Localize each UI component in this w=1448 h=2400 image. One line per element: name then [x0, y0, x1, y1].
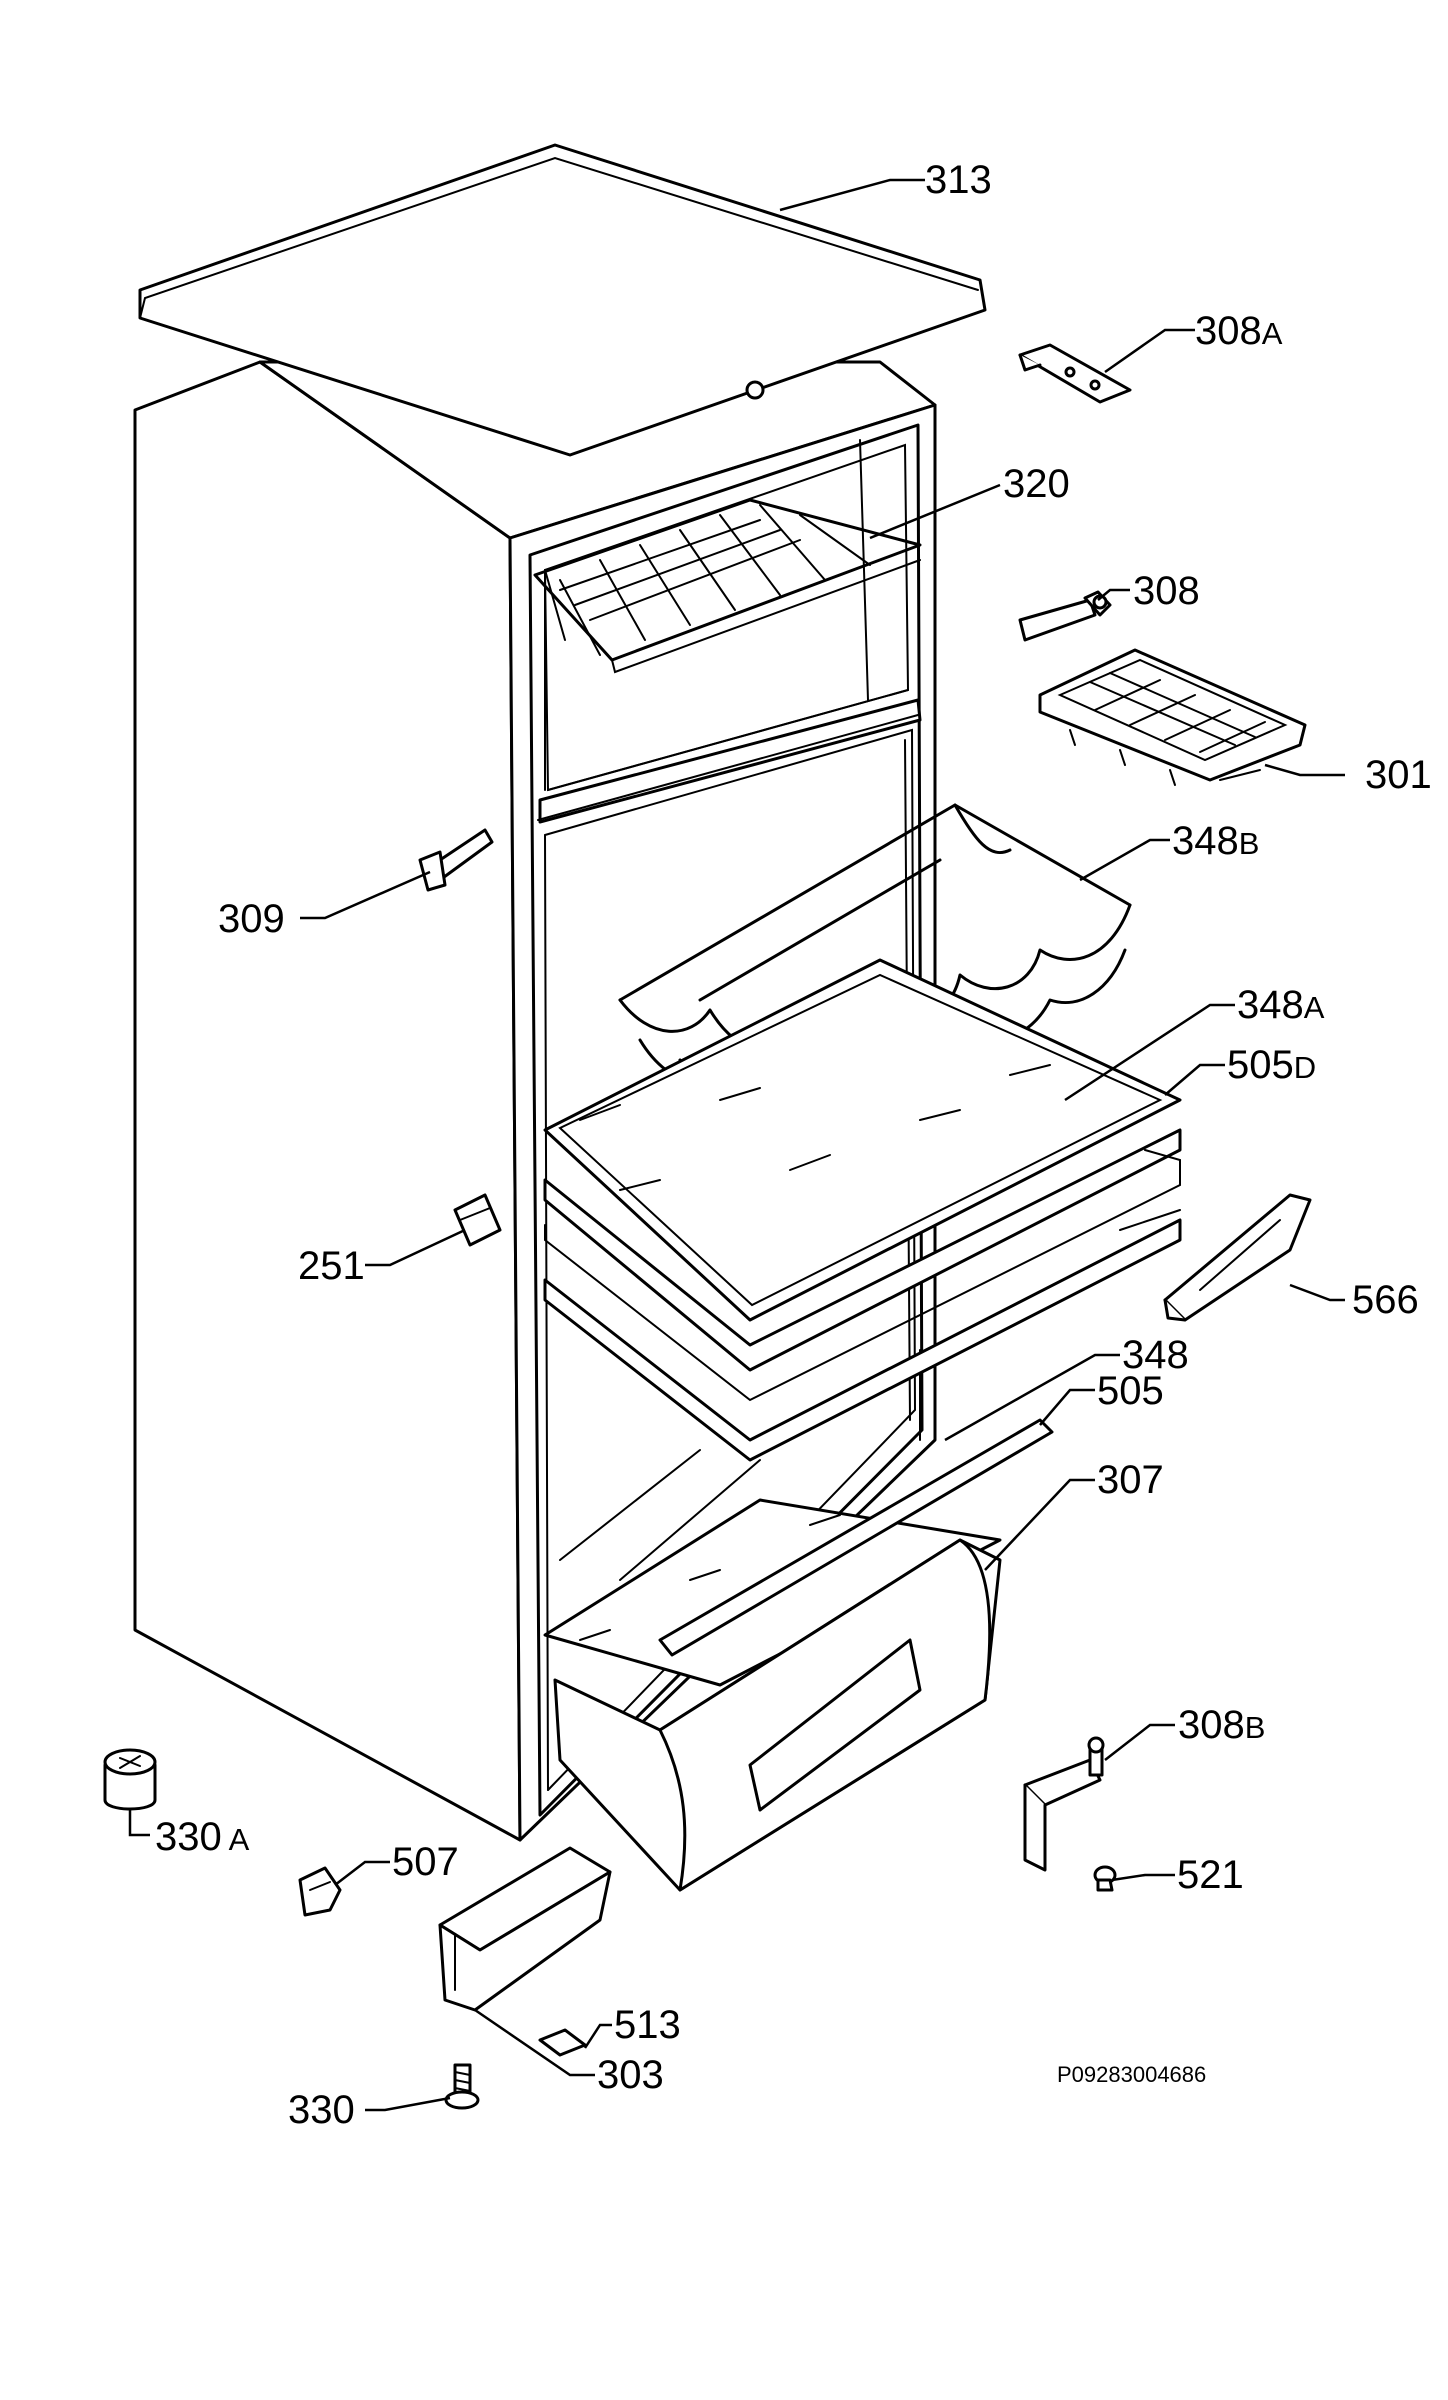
- callout-505d: 505D: [1227, 1043, 1316, 1087]
- leader-566: [1289, 1283, 1345, 1302]
- callout-251: 251: [298, 1244, 365, 1288]
- hinge-308a: [1018, 343, 1132, 404]
- callout-307: 307: [1097, 1458, 1164, 1502]
- leader-507: [334, 1860, 390, 1886]
- cabinet-body: [133, 360, 937, 1842]
- callout-521: 521: [1177, 1853, 1244, 1897]
- callout-309: 309: [218, 897, 285, 941]
- leader-301: [1264, 763, 1345, 777]
- leader-309: [300, 870, 431, 920]
- callout-308a: 308A: [1195, 309, 1283, 353]
- freezer-wire-shelf: [533, 498, 922, 674]
- insert-513: [538, 2028, 587, 2057]
- leader-308a: [1104, 328, 1195, 374]
- callout-505: 505: [1097, 1369, 1164, 1413]
- leader-505: [1039, 1388, 1095, 1426]
- callout-303: 303: [597, 2053, 664, 2097]
- leader-348b: [1079, 838, 1170, 882]
- leader-513: [583, 2023, 612, 2049]
- leader-307: [984, 1478, 1095, 1571]
- leveling-screw-330: [444, 2063, 480, 2110]
- leader-330: [365, 2096, 451, 2112]
- leader-521: [1111, 1873, 1175, 1882]
- callout-308: 308: [1133, 569, 1200, 613]
- leader-303: [474, 2008, 595, 2077]
- top-cover: [138, 143, 987, 457]
- callout-507: 507: [392, 1840, 459, 1884]
- callout-320: 320: [1003, 462, 1070, 506]
- door-handle-566: [1163, 1193, 1312, 1322]
- leader-lines: [128, 178, 1345, 2112]
- callout-330a: 330 A: [155, 1815, 250, 1859]
- door-stop-309: [418, 828, 494, 892]
- ice-cube-tray: [1038, 648, 1307, 786]
- hinge-308b: [1023, 1736, 1105, 1872]
- leader-348a: [1064, 1003, 1235, 1102]
- leader-320: [869, 483, 1001, 540]
- callout-513: 513: [614, 2003, 681, 2047]
- leader-308b: [1104, 1723, 1175, 1761]
- callout-308b: 308B: [1178, 1703, 1265, 1747]
- leader-308: [1097, 588, 1130, 601]
- callout-330: 330: [288, 2088, 355, 2132]
- leader-505d: [1164, 1063, 1225, 1096]
- callout-348b: 348B: [1172, 819, 1259, 863]
- callout-301: 301: [1365, 753, 1432, 797]
- crisper-drawer: [553, 1538, 1002, 1892]
- callout-348a: 348A: [1237, 983, 1325, 1027]
- callout-labels: 313 308A 320 308 301 348B 309 348A 505D …: [155, 158, 1432, 2132]
- drawing-code: P09283004686: [1057, 2062, 1206, 2087]
- leader-313: [779, 178, 925, 212]
- screw-521: [1093, 1865, 1117, 1892]
- clip-251: [453, 1193, 502, 1247]
- plinth-303: [438, 1846, 612, 2012]
- adjustable-foot-330a: [103, 1748, 157, 1811]
- leader-348: [944, 1353, 1120, 1442]
- callout-313: 313: [925, 158, 992, 202]
- clip-507: [298, 1866, 342, 1917]
- leader-330a: [128, 1810, 150, 1837]
- leader-251: [365, 1228, 466, 1267]
- callout-566: 566: [1352, 1278, 1419, 1322]
- hinge-308: [1018, 590, 1112, 642]
- callout-348: 348: [1122, 1333, 1189, 1377]
- shelf-trim-strip: [658, 1418, 1054, 1657]
